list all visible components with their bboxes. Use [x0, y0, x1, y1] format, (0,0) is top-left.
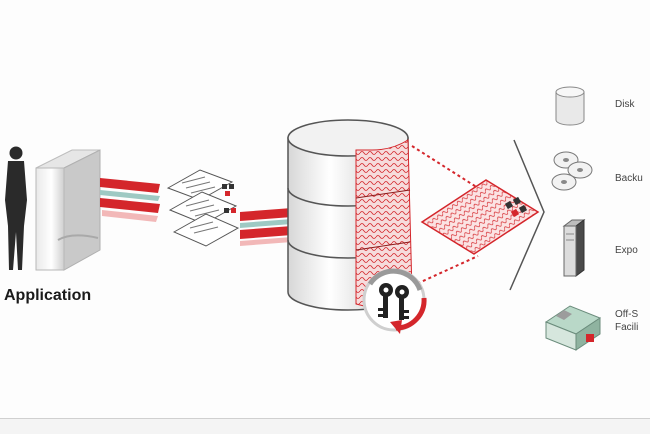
key-rotation-icon — [362, 268, 427, 334]
target-label-offsite: Off-S Facili — [615, 308, 638, 334]
application-label: Application — [4, 287, 92, 304]
disk-icon — [555, 86, 585, 126]
target-label-backup: Backu — [615, 173, 643, 184]
target-label-export: Expo — [615, 245, 638, 256]
data-documents-icon — [166, 169, 240, 247]
application-server-icon — [35, 149, 101, 271]
target-label-offsite-line2: Facili — [615, 322, 639, 333]
offsite-facility-icon — [544, 305, 602, 351]
data-stream-right — [240, 208, 292, 246]
database-cylinder-icon — [287, 119, 413, 311]
encrypted-data-block-icon — [420, 179, 540, 255]
chevron-right-icon — [509, 139, 545, 291]
projection-lines — [411, 145, 479, 287]
bottom-bar — [0, 418, 650, 434]
target-label-offsite-line1: Off-S — [615, 309, 639, 320]
backup-discs-icon — [551, 151, 593, 191]
data-stream-left — [100, 178, 160, 222]
target-label-disk: Disk — [615, 99, 635, 110]
person-silhouette-icon — [5, 146, 27, 270]
export-tower-icon — [562, 219, 586, 277]
